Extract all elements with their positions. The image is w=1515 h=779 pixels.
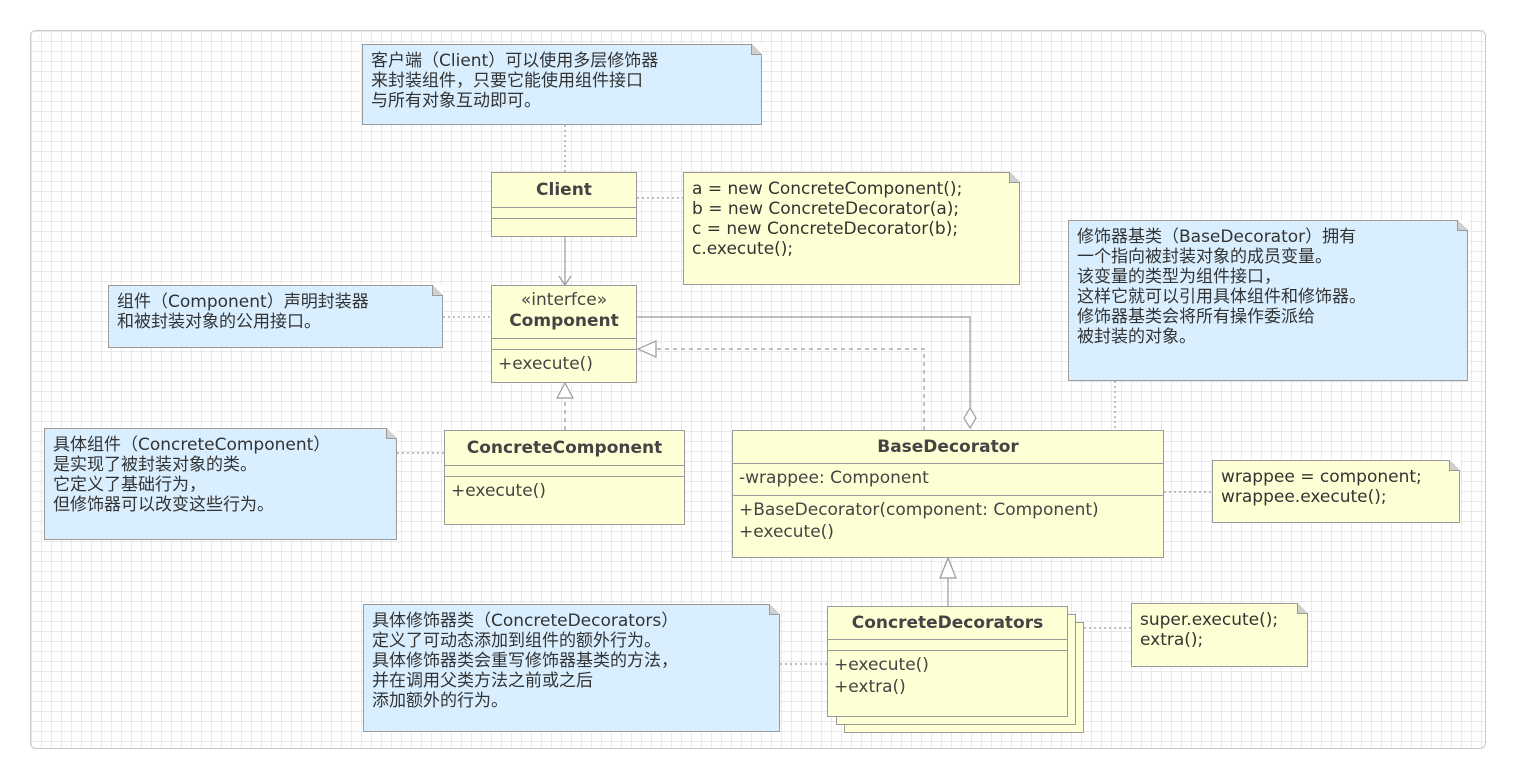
diagram-canvas bbox=[30, 30, 1486, 749]
client-class: Client bbox=[491, 172, 637, 237]
class-attributes bbox=[492, 208, 636, 219]
client-note: 客户端（Client）可以使用多层修饰器 来封装组件，只要它能使用组件接口 与所… bbox=[362, 44, 762, 125]
class-name: Client bbox=[492, 173, 636, 208]
class-methods: +execute() bbox=[451, 481, 546, 501]
stereotype-label: «interfce» bbox=[520, 290, 608, 310]
component-note: 组件（Component）声明封装器 和被封装对象的公用接口。 bbox=[108, 285, 443, 348]
class-attributes bbox=[445, 466, 684, 477]
class-name: ConcreteDecorators bbox=[828, 607, 1067, 640]
class-attributes bbox=[828, 640, 1067, 651]
realization-arrowhead bbox=[556, 381, 574, 399]
class-name: Component bbox=[509, 311, 619, 331]
class-methods: +BaseDecorator(component: Component) +ex… bbox=[739, 500, 1099, 542]
base-decorator-realization bbox=[656, 348, 925, 430]
concrete-decorators-note: 具体修饰器类（ConcreteDecorators） 定义了可动态添加到组件的额… bbox=[363, 604, 780, 732]
class-name: ConcreteComponent bbox=[445, 431, 684, 466]
realization-arrowhead-2 bbox=[636, 340, 657, 358]
class-methods: +execute() +extra() bbox=[834, 655, 929, 697]
concrete-decorators-code-note: super.execute(); extra(); bbox=[1131, 603, 1308, 667]
client-code-note: a = new ConcreteComponent(); b = new Con… bbox=[683, 172, 1020, 285]
class-name: BaseDecorator bbox=[733, 431, 1163, 464]
base-decorator-note: 修饰器基类（BaseDecorator）拥有 一个指向被封装对象的成员变量。 该… bbox=[1068, 220, 1468, 381]
concrete-component-note: 具体组件（ConcreteComponent） 是实现了被封装对象的类。 它定义… bbox=[44, 428, 397, 540]
class-header: «interfce» Component bbox=[492, 286, 636, 339]
class-attributes bbox=[492, 339, 636, 350]
wrappee-aggregation bbox=[637, 316, 971, 408]
class-methods bbox=[492, 219, 636, 238]
component-interface: «interfce» Component +execute() bbox=[491, 285, 637, 383]
class-fields: -wrappee: Component bbox=[733, 464, 1163, 496]
base-decorator-class: BaseDecorator -wrappee: Component +BaseD… bbox=[732, 430, 1164, 558]
class-methods: +execute() bbox=[498, 354, 593, 374]
aggregation-diamond bbox=[963, 406, 977, 430]
concrete-component-class: ConcreteComponent +execute() bbox=[444, 430, 685, 525]
base-decorator-code-note: wrappee = component; wrappee.execute(); bbox=[1212, 460, 1460, 523]
concrete-decorators-class: ConcreteDecorators +execute() +extra() bbox=[827, 606, 1068, 717]
inheritance-arrowhead bbox=[939, 556, 957, 579]
